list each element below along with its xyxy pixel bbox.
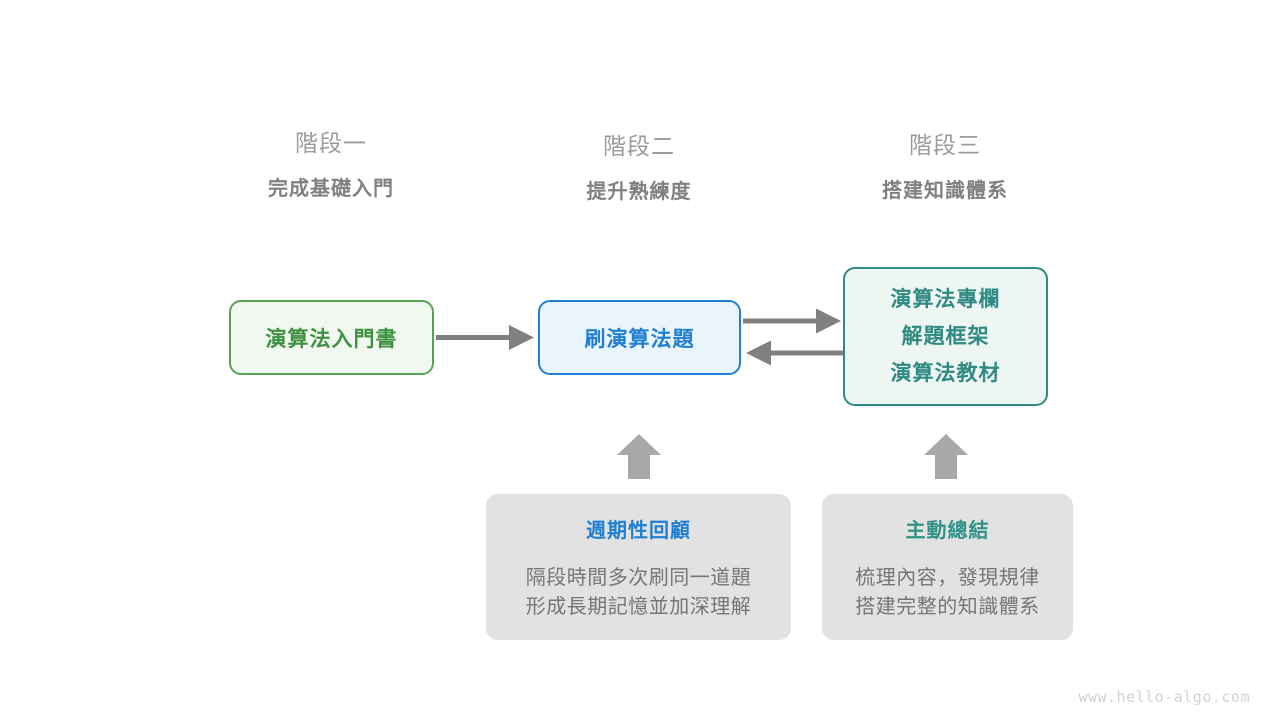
stage-number: 階段二 (603, 133, 675, 159)
note-body-line-1: 隔段時間多次刷同一道題 (525, 567, 752, 589)
node-label: 刷演算法題 (584, 327, 695, 351)
note-body-line-1: 梳理內容，發現規律 (855, 567, 1040, 589)
arrow-summary-to-resources-icon (924, 434, 968, 479)
stage-header-3: 階段三 搭建知識體系 (815, 130, 1075, 206)
stage-number: 階段一 (295, 130, 367, 156)
stage-title: 提升熟練度 (586, 181, 692, 203)
note-title: 週期性回顧 (586, 520, 691, 542)
note-body-line-2: 搭建完整的知識體系 (855, 596, 1040, 618)
arrow-review-to-practice-icon (617, 434, 661, 479)
node-label-line-3: 演算法教材 (890, 362, 1001, 385)
note-title: 主動總結 (905, 520, 990, 542)
note-body: 隔段時間多次刷同一道題 形成長期記憶並加深理解 (526, 564, 752, 622)
note-body-line-2: 形成長期記憶並加深理解 (525, 596, 752, 618)
node-label: 演算法入門書 (265, 327, 398, 351)
node-label-line-2: 解題框架 (901, 325, 990, 348)
node-label-line-1: 演算法專欄 (890, 288, 1001, 311)
stage-title: 搭建知識體系 (882, 180, 1008, 202)
stage-header-1: 階段一 完成基礎入門 (201, 128, 461, 204)
note-card-periodic-review[interactable]: 週期性回顧 隔段時間多次刷同一道題 形成長期記憶並加深理解 (486, 494, 791, 640)
stage-header-2: 階段二 提升熟練度 (509, 131, 769, 207)
node-algorithm-intro-book[interactable]: 演算法入門書 (229, 300, 434, 375)
stage-number: 階段三 (909, 132, 981, 158)
stage-title: 完成基礎入門 (268, 178, 394, 200)
node-practice-problems[interactable]: 刷演算法題 (538, 300, 741, 375)
note-card-active-summary[interactable]: 主動總結 梳理內容，發現規律 搭建完整的知識體系 (822, 494, 1073, 640)
note-body: 梳理內容，發現規律 搭建完整的知識體系 (855, 564, 1040, 622)
watermark: www.hello-algo.com (1078, 688, 1250, 706)
node-learning-resources[interactable]: 演算法專欄 解題框架 演算法教材 (843, 267, 1048, 406)
